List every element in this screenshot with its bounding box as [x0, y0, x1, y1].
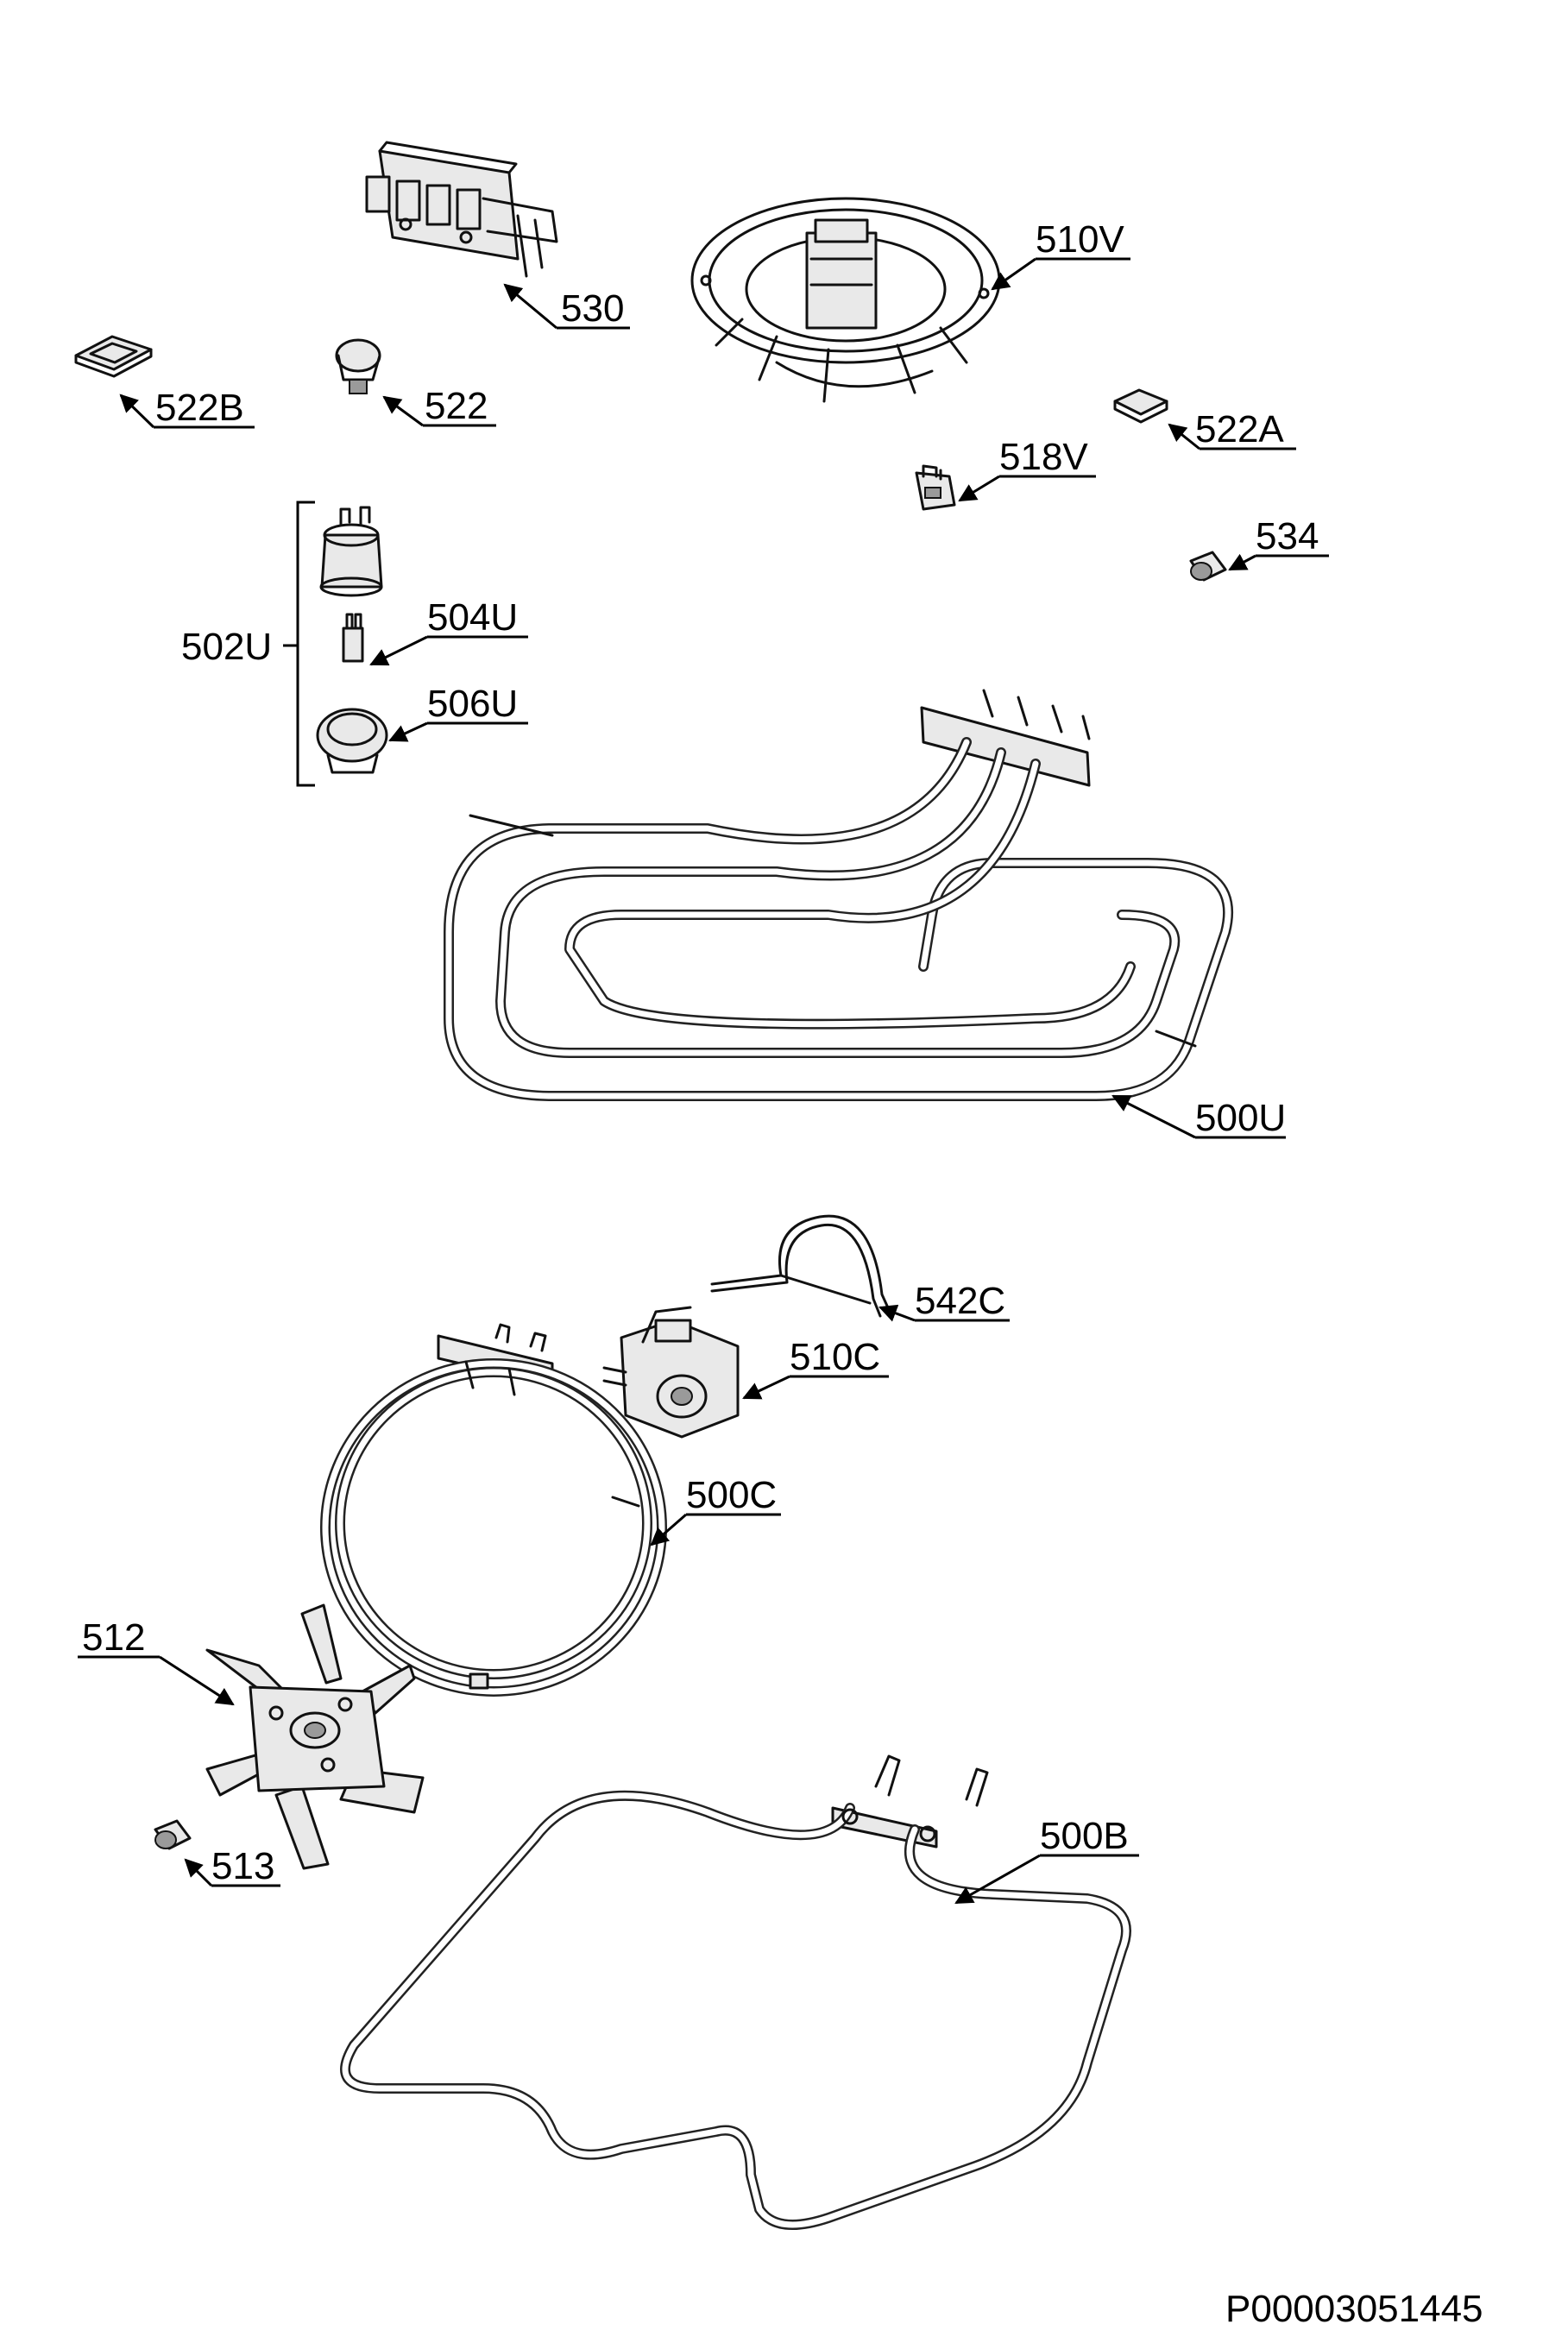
callout-522A: 522A [1195, 408, 1284, 450]
part-513-nut [154, 1819, 192, 1850]
part-518V-bracket [915, 464, 956, 511]
part-522B-bracket [74, 335, 153, 378]
part-500U-upper-heating-element [444, 689, 1234, 1101]
callout-500B: 500B [1040, 1815, 1129, 1857]
callout-542C: 542C [915, 1280, 1005, 1322]
part-500C-circular-heating-element [320, 1323, 667, 1697]
callout-500U: 500U [1195, 1097, 1286, 1139]
bracket-502U [296, 501, 315, 787]
part-504U-bulb [342, 613, 364, 663]
leader-510V-arrow [991, 257, 1036, 291]
callout-512: 512 [82, 1616, 145, 1659]
leader-513-arrow [184, 1858, 213, 1887]
reference-code: P00003051445 [1225, 2288, 1483, 2330]
part-522A-bracket [1113, 388, 1168, 424]
part-534-cap [1189, 551, 1227, 582]
callout-510C: 510C [790, 1336, 880, 1378]
callout-534: 534 [1256, 515, 1319, 557]
leader-518V-arrow [958, 475, 1000, 502]
callout-530: 530 [561, 287, 624, 330]
leader-510C-arrow [742, 1375, 790, 1400]
leader-500U-arrow [1111, 1094, 1196, 1139]
part-530-terminal-block [365, 141, 558, 278]
callout-522B: 522B [155, 387, 244, 429]
callout-502U: 502U [181, 626, 272, 668]
part-512-fan-blade [205, 1603, 425, 1870]
part-510C-fan-motor [602, 1306, 740, 1439]
leader-522-arrow [382, 395, 424, 427]
leader-522A-arrow [1168, 423, 1200, 450]
leader-530-arrow [503, 283, 557, 330]
part-542C-wire-clip [710, 1214, 892, 1318]
leader-506U-arrow [388, 721, 428, 742]
part-522-clip [335, 338, 381, 394]
leader-534-arrow [1228, 553, 1256, 571]
part-510V-fan-motor [690, 197, 1001, 403]
leader-512-arrow [159, 1655, 235, 1706]
part-500B-lower-heating-element [340, 1754, 1131, 2230]
callout-500C: 500C [686, 1474, 777, 1516]
part-502U-lamp-housing [319, 506, 383, 597]
callout-510V: 510V [1036, 218, 1124, 261]
leader-500C-arrow [650, 1513, 687, 1546]
callout-506U: 506U [427, 683, 518, 725]
leader-522B-arrow [119, 394, 155, 429]
leader-500B-arrow [954, 1854, 1041, 1905]
callout-522: 522 [425, 385, 488, 427]
callout-504U: 504U [427, 596, 518, 639]
callout-513: 513 [211, 1845, 274, 1887]
leader-504U-arrow [369, 635, 428, 666]
callout-518V: 518V [999, 436, 1088, 478]
part-506U-lamp-glass [316, 708, 388, 774]
leader-542C-arrow [878, 1304, 916, 1322]
